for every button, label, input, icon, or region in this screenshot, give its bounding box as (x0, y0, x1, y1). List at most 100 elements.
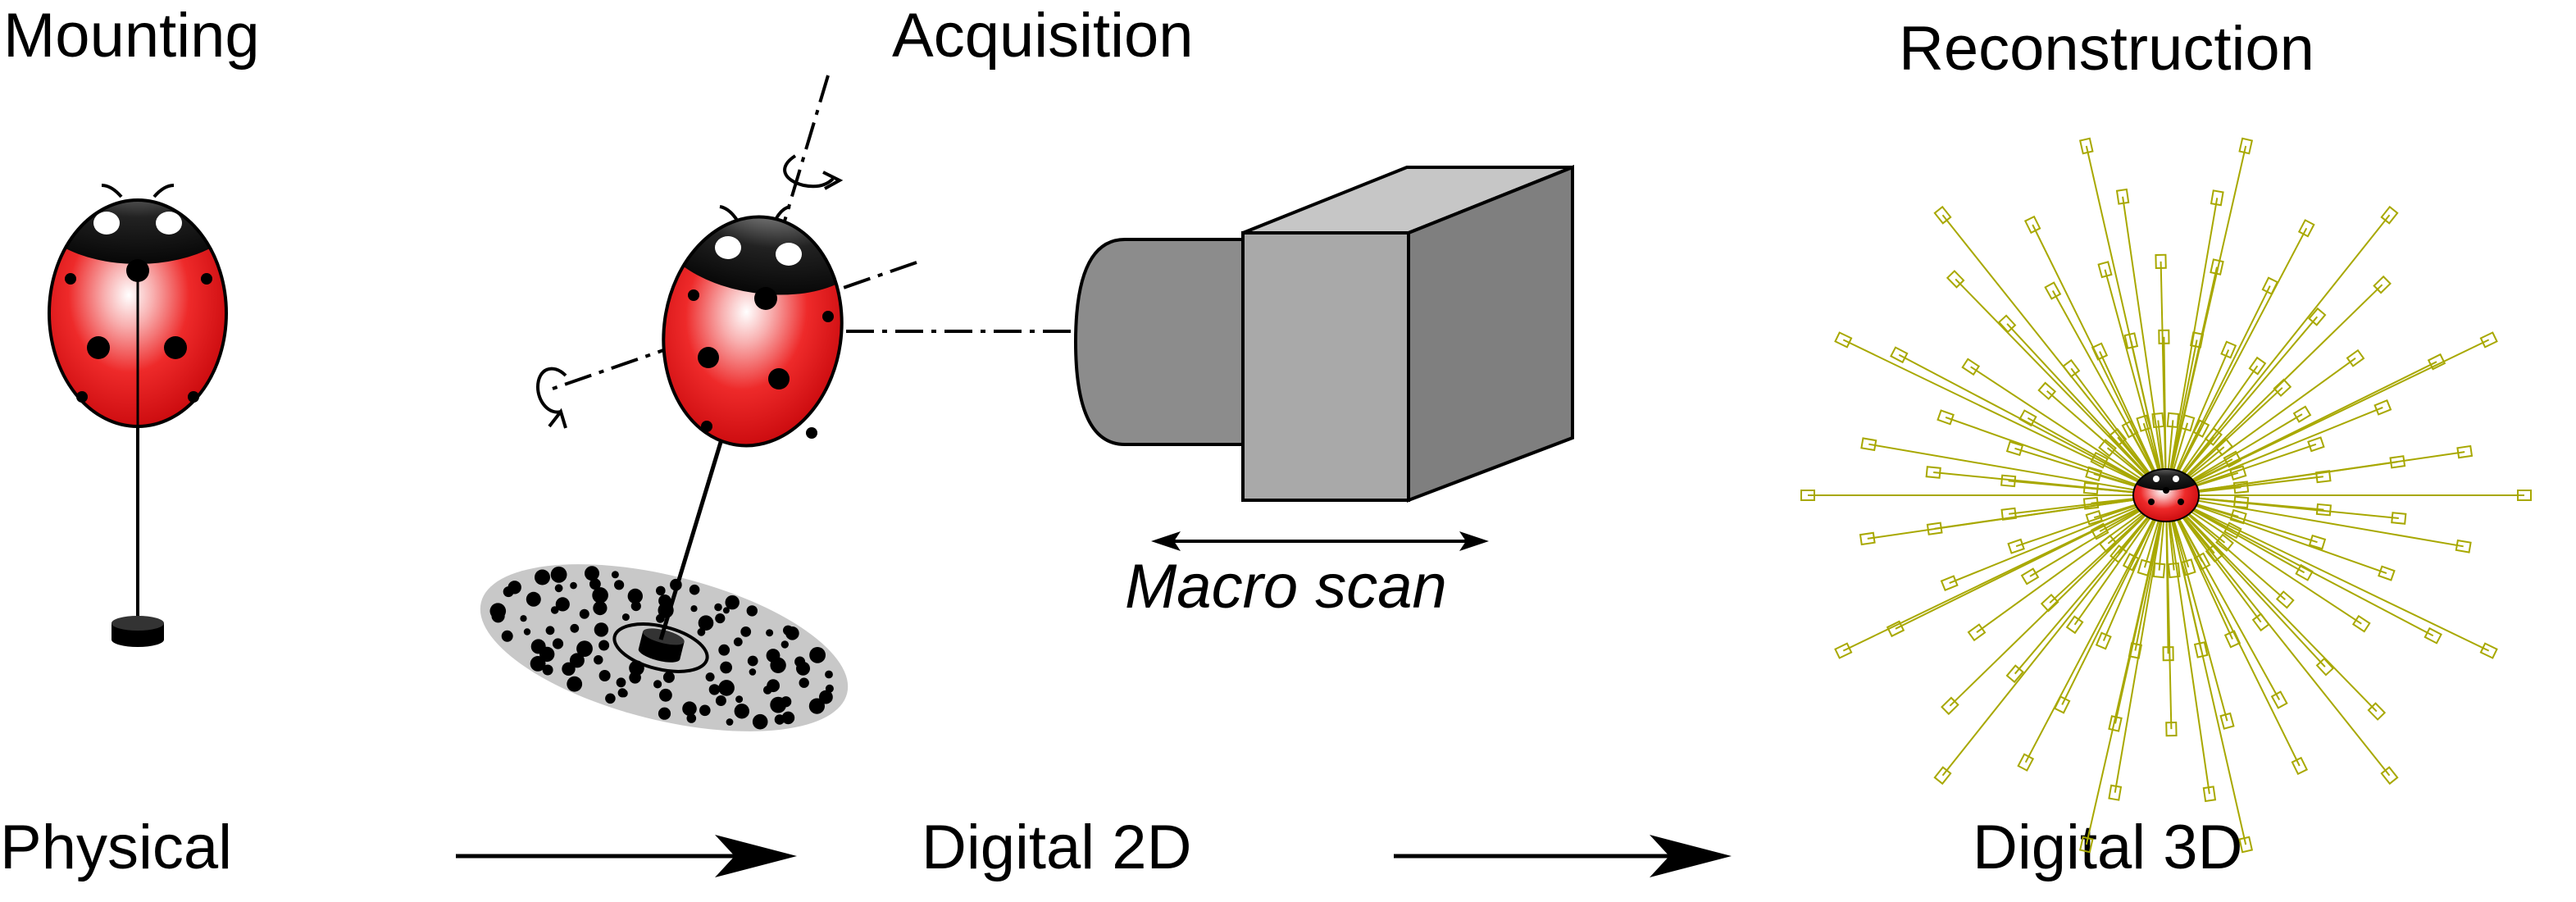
camera-pose-icon (2108, 427, 2128, 447)
camera-pose-icon (2307, 436, 2325, 453)
target-dot (746, 605, 758, 617)
target-dot (735, 695, 744, 704)
target-dot (783, 625, 794, 636)
camera-ray (2006, 323, 2167, 496)
camera-pose-icon (2085, 466, 2103, 482)
target-dot (715, 695, 726, 706)
camera-pose-icon (2152, 563, 2166, 579)
stage-physical: Physical (0, 813, 232, 882)
camera-pose-icon (2108, 715, 2123, 732)
camera-pose-icon (1967, 623, 1987, 642)
camera-pose-icon (1925, 466, 1941, 479)
camera-pose-icon (2308, 307, 2327, 326)
camera-ray (2165, 406, 2383, 496)
target-dot (579, 608, 589, 619)
camera-pose-icon (1937, 409, 1955, 426)
camera-pose-icon (2023, 215, 2041, 235)
target-dot (621, 613, 630, 622)
camera-pose-icon (2223, 630, 2241, 649)
camera-pose-icon (1933, 766, 1952, 786)
camera-pose-icon (2295, 563, 2314, 581)
target-dot (627, 588, 643, 604)
camera-pose-icon (2223, 522, 2242, 540)
camera-pose-icon (2179, 414, 2196, 432)
camera-pose-icon (2202, 786, 2217, 803)
target-dot (658, 594, 671, 608)
target-dot (662, 671, 675, 683)
camera-pose-icon (2180, 558, 2196, 576)
target-dot (594, 622, 609, 637)
camera-pose-icon (2082, 496, 2100, 510)
target-dot (592, 587, 608, 604)
camera-pose-icon (2261, 276, 2279, 295)
camera-pose-icon (2136, 414, 2152, 432)
camera-pose-icon (2091, 342, 2109, 361)
camera-pose-icon (2020, 567, 2040, 585)
camera-pose-icon (2007, 538, 2025, 554)
camera-pose-icon (2085, 509, 2103, 526)
target-dot (819, 690, 833, 704)
macro-scan-arrow (1151, 531, 1489, 551)
camera-pose-icon (2238, 836, 2254, 854)
target-dot (523, 628, 531, 636)
camera-ray (2114, 494, 2167, 793)
camera-ray (2165, 494, 2228, 722)
target-dot (796, 661, 810, 676)
target-dot (629, 672, 641, 684)
camera-pose-icon (1926, 522, 1943, 535)
camera-pose-icon (2223, 450, 2242, 468)
camera-pose-icon (2229, 465, 2247, 481)
camera-pose-icon (2220, 340, 2237, 359)
camera-pose-icon (2108, 784, 2123, 801)
title-acquisition: Acquisition (892, 1, 1194, 71)
camera-pose-icon (2065, 615, 2084, 635)
camera-pose-icon (1941, 696, 1959, 716)
camera-pose-icon (2517, 490, 2532, 501)
target-dot (555, 597, 570, 612)
target-dot (718, 644, 730, 656)
target-dot (593, 601, 608, 616)
target-dot (752, 713, 768, 730)
camera-ray (2032, 224, 2167, 496)
camera-pose-icon (1800, 490, 1815, 501)
macro-camera-icon (1073, 165, 1574, 503)
camera-pose-icon (2090, 522, 2109, 540)
target-dot (766, 629, 774, 637)
camera-pose-icon (2166, 412, 2180, 428)
target-dot (507, 581, 521, 594)
target-dot (733, 637, 743, 647)
camera-ray (2165, 284, 2383, 496)
target-dot (825, 684, 834, 693)
camera-pose-icon (2158, 329, 2170, 344)
target-dot (774, 714, 785, 725)
camera-pose-icon (2346, 348, 2365, 367)
target-dot (535, 569, 550, 585)
camera-pose-icon (2000, 474, 2017, 488)
camera-pose-icon (2351, 614, 2371, 633)
camera-ray (1941, 214, 2167, 496)
camera-ray (2165, 494, 2326, 667)
acquisition-ladybug (656, 205, 857, 448)
target-dot (781, 711, 795, 725)
target-dot (705, 672, 715, 682)
camera-ray (2165, 494, 2387, 575)
mounting-base (112, 616, 164, 647)
target-dot (714, 603, 722, 612)
target-dot (653, 680, 662, 689)
stage-digital-3d: Digital 3D (1973, 813, 2243, 882)
target-dot (501, 630, 513, 642)
target-dot (799, 677, 809, 688)
target-dot (620, 689, 628, 698)
calibration-target (480, 564, 849, 731)
camera-pose-icon (2000, 507, 2017, 521)
camera-pose-icon (2214, 437, 2234, 457)
camera-pose-icon (2456, 444, 2474, 459)
target-dot (616, 677, 626, 688)
camera-pose-icon (2248, 356, 2267, 376)
camera-pose-icon (2424, 626, 2442, 645)
camera-pose-icon (1859, 531, 1876, 546)
camera-pose-icon (2115, 188, 2130, 205)
camera-ray (1934, 494, 2167, 530)
